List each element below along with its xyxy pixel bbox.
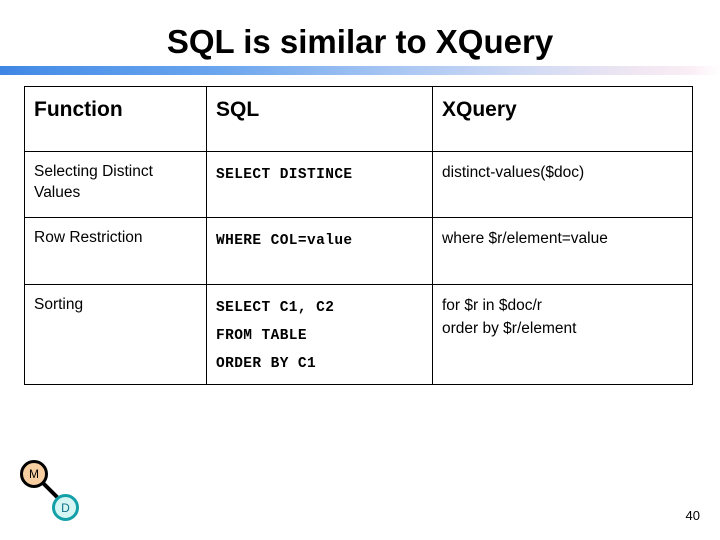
- nav-node-master[interactable]: M: [20, 460, 48, 488]
- xquery-code-line: where $r/element=value: [442, 230, 608, 247]
- master-detail-nav-glyph: M D: [16, 456, 100, 532]
- table-row: Sorting SELECT C1, C2 FROM TABLE ORDER B…: [24, 284, 693, 385]
- page-title: SQL is similar to XQuery: [166, 23, 554, 60]
- cell-sql: WHERE COL=value: [206, 217, 433, 285]
- nav-node-master-label: M: [29, 467, 39, 481]
- cell-xquery: distinct-values($doc): [432, 151, 693, 218]
- cell-xquery: where $r/element=value: [432, 217, 693, 285]
- nav-node-detail[interactable]: D: [52, 494, 79, 521]
- sql-xquery-comparison-table: Function SQL XQuery Selecting Distinct V…: [24, 86, 693, 385]
- cell-sql: SELECT DISTINCE: [206, 151, 433, 218]
- cell-function: Row Restriction: [24, 217, 207, 285]
- column-header-sql: SQL: [206, 86, 433, 152]
- xquery-code-line: distinct-values($doc): [442, 164, 585, 181]
- page-number: 40: [685, 508, 700, 523]
- sql-code-line: SELECT DISTINCE: [216, 167, 353, 183]
- table-row: Selecting Distinct Values SELECT DISTINC…: [24, 151, 693, 218]
- title-gradient-divider: [0, 66, 720, 75]
- cell-function: Sorting: [24, 284, 207, 385]
- sql-code-line: ORDER BY C1: [216, 356, 317, 372]
- xquery-code-line: for $r in $doc/r: [442, 297, 542, 314]
- table-header-row: Function SQL XQuery: [24, 86, 693, 152]
- cell-xquery: for $r in $doc/r order by $r/element: [432, 284, 693, 385]
- column-header-function: Function: [24, 86, 207, 152]
- table-row: Row Restriction WHERE COL=value where $r…: [24, 217, 693, 285]
- nav-node-detail-label: D: [61, 500, 70, 515]
- cell-sql: SELECT C1, C2 FROM TABLE ORDER BY C1: [206, 284, 433, 385]
- column-header-xquery: XQuery: [432, 86, 693, 152]
- sql-code-line: WHERE COL=value: [216, 233, 353, 249]
- sql-code-line: SELECT C1, C2: [216, 300, 335, 316]
- xquery-code-line: order by $r/element: [442, 320, 577, 337]
- sql-code-line: FROM TABLE: [216, 328, 308, 344]
- cell-function: Selecting Distinct Values: [24, 151, 207, 218]
